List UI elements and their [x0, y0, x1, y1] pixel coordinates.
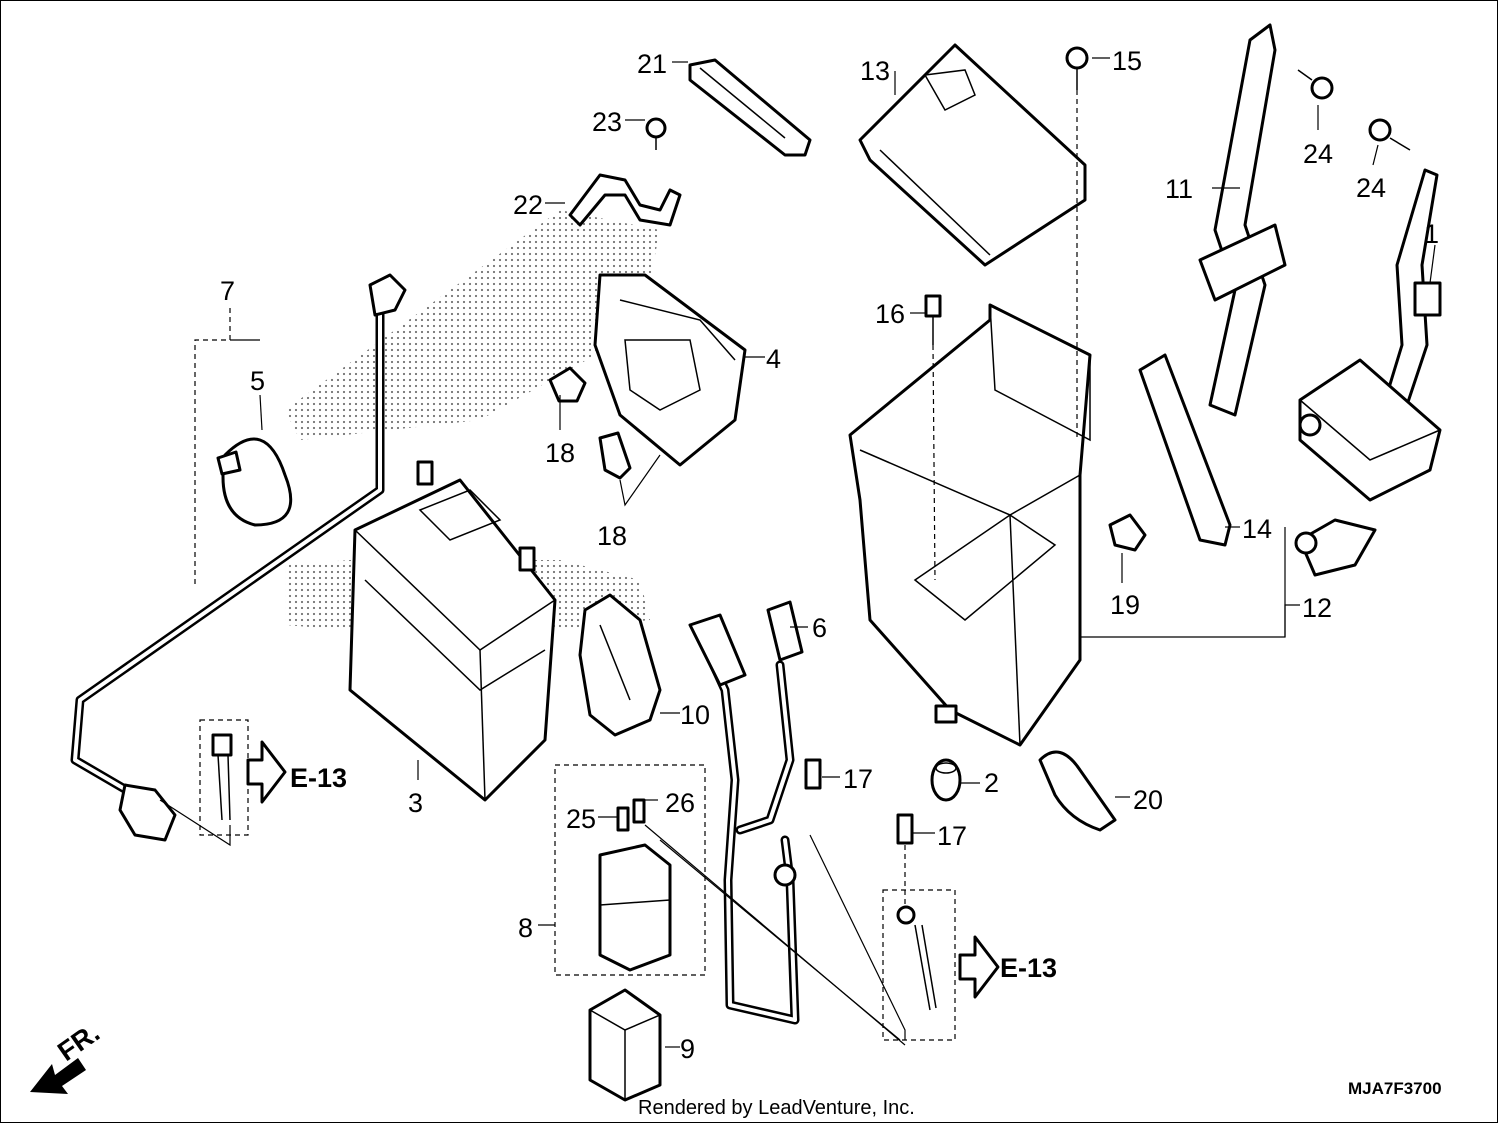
callout-25: 25 [566, 804, 596, 834]
callout-17b: 17 [937, 821, 967, 851]
callout-21: 21 [637, 49, 667, 79]
callout-6: 6 [812, 613, 827, 643]
battery-cable-part [70, 273, 407, 842]
front-direction-label: FR. [52, 1017, 105, 1067]
band-part [216, 437, 293, 527]
callout-22: 22 [513, 190, 543, 220]
callout-9: 9 [680, 1034, 695, 1064]
nut-19-part [1108, 513, 1147, 552]
front-arrow-icon [30, 1058, 86, 1094]
diagram-code: MJA7F3700 [1348, 1079, 1442, 1098]
callout-1: 1 [1424, 219, 1439, 249]
callout-26: 26 [665, 788, 695, 818]
stay-11-part [1198, 23, 1287, 417]
battery-part [348, 460, 557, 802]
band-21-part [688, 58, 812, 157]
fastener-17b-part [896, 813, 914, 905]
bolt-24b-part [1368, 118, 1411, 151]
callout-2: 2 [984, 768, 999, 798]
bracket-part [568, 173, 682, 227]
callout-20: 20 [1133, 785, 1163, 815]
callout-18b: 18 [597, 521, 627, 551]
callout-17a: 17 [843, 764, 873, 794]
band-20-part [1038, 750, 1117, 832]
callout-18a: 18 [545, 438, 575, 468]
battery-cover-part [593, 273, 747, 467]
screw-23-part [645, 117, 667, 150]
clip-18b-part [598, 431, 632, 480]
callout-13: 13 [860, 56, 890, 86]
terminal-cover-part [578, 593, 662, 737]
callout-11: 11 [1165, 174, 1193, 204]
credit-text: Rendered by LeadVenture, Inc. [638, 1097, 915, 1119]
callout-15: 15 [1112, 46, 1142, 76]
relay-group-8 [554, 764, 906, 1046]
relay-9-part [588, 988, 662, 1102]
callout-24b: 24 [1356, 173, 1386, 203]
pad-14-part [1138, 353, 1232, 547]
ref-bolt-group-right [882, 889, 956, 1041]
stay-1-part [1294, 168, 1442, 577]
callout-12: 12 [1302, 593, 1332, 623]
battery-box-part [848, 303, 1092, 747]
callout-4: 4 [766, 344, 781, 374]
ref-arrow-left [246, 740, 287, 804]
tray-13-part [858, 43, 1087, 267]
bolt-16-part [924, 294, 942, 581]
bolt-24a-part [1297, 69, 1334, 100]
callout-24a: 24 [1303, 139, 1333, 169]
fastener-17a-part [804, 758, 822, 790]
callout-3: 3 [408, 788, 423, 818]
callout-14: 14 [1242, 514, 1272, 544]
callout-19: 19 [1110, 590, 1140, 620]
ref-bolt-group-left [199, 719, 249, 836]
callout-23: 23 [592, 107, 622, 137]
leader-lines [159, 57, 1436, 1048]
ref-label-left: E-13 [290, 763, 347, 793]
grommet-2-part [930, 758, 962, 802]
bolt-15-part [1065, 46, 1089, 440]
cable-6-part [688, 600, 804, 1025]
callout-10: 10 [680, 700, 710, 730]
ref-label-right: E-13 [1000, 953, 1057, 983]
callout-5: 5 [250, 366, 265, 396]
clip-18a-part [548, 366, 587, 403]
callout-8: 8 [518, 913, 533, 943]
callout-7: 7 [220, 276, 235, 306]
callout-16: 16 [875, 299, 905, 329]
ref-arrow-right [958, 935, 1000, 999]
